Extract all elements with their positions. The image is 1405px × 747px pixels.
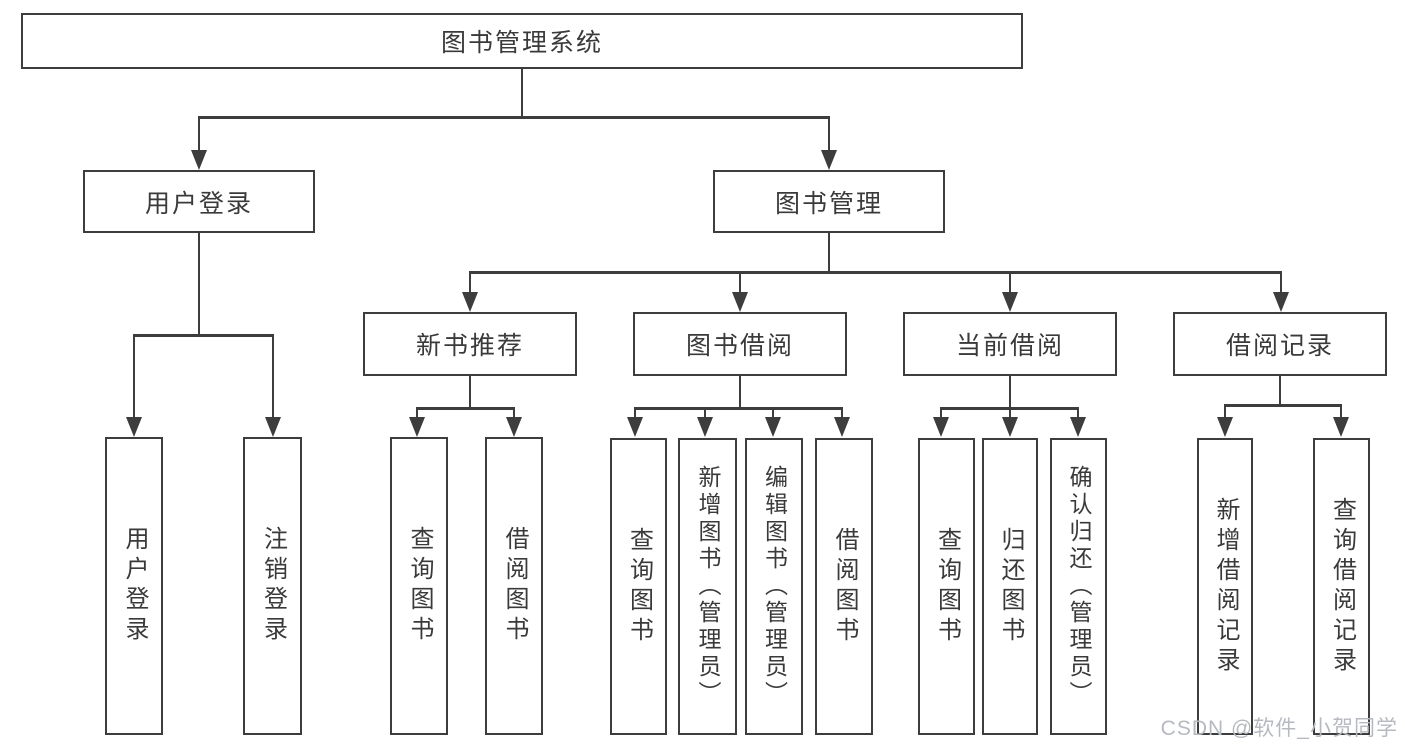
node-user-login: 用户登录 xyxy=(83,170,315,233)
connector-drop-current xyxy=(1009,271,1011,294)
arrow-down-icon xyxy=(1002,417,1018,437)
connector-drop-manage xyxy=(828,116,830,152)
connector-drop xyxy=(1009,407,1011,420)
connector-level1-bar xyxy=(198,116,830,119)
arrow-down-icon xyxy=(506,417,522,437)
connector-records-stem xyxy=(1279,376,1281,407)
leaf-user-login: 用户登录 xyxy=(105,437,163,735)
leaf-add-book-admin: 新增图书（管理员） xyxy=(678,438,737,735)
arrow-down-icon xyxy=(1217,417,1233,437)
leaf-edit-book-admin: 编辑图书（管理员） xyxy=(745,438,803,735)
arrow-down-icon xyxy=(697,417,713,437)
node-current-borrow: 当前借阅 xyxy=(903,312,1117,376)
node-root: 图书管理系统 xyxy=(21,13,1023,69)
connector-drop-login xyxy=(198,116,200,152)
node-borrow-records: 借阅记录 xyxy=(1173,312,1387,376)
connector-login-bar xyxy=(133,334,274,337)
arrow-down-icon xyxy=(732,292,748,312)
leaf-logout: 注销登录 xyxy=(243,437,302,735)
leaf-add-borrow-record: 新增借阅记录 xyxy=(1197,438,1253,735)
connector-root-stem xyxy=(521,69,523,118)
connector-drop xyxy=(634,407,636,420)
csdn-watermark: CSDN @软件_小贺同学 xyxy=(1160,717,1398,740)
leaf-query-borrow-record: 查询借阅记录 xyxy=(1313,438,1370,735)
arrow-down-icon xyxy=(409,417,425,437)
connector-drop xyxy=(1224,404,1226,420)
connector-drop-login-leaf1 xyxy=(133,334,135,419)
connector-current-stem xyxy=(1009,376,1011,410)
arrow-down-icon xyxy=(1333,417,1349,437)
leaf-confirm-return-admin: 确认归还（管理员） xyxy=(1050,438,1107,735)
connector-drop xyxy=(1340,404,1342,420)
connector-drop-newbooks xyxy=(469,271,471,294)
node-book-manage: 图书管理 xyxy=(713,170,945,233)
arrow-down-icon xyxy=(126,417,142,437)
connector-drop xyxy=(704,407,706,420)
arrow-down-icon xyxy=(1273,292,1289,312)
connector-drop-records xyxy=(1280,271,1282,294)
leaf-return-book: 归还图书 xyxy=(982,438,1038,735)
arrow-down-icon xyxy=(627,417,643,437)
node-new-book-recommend: 新书推荐 xyxy=(363,312,577,376)
connector-drop xyxy=(513,407,515,420)
connector-manage-stem xyxy=(828,233,830,274)
connector-drop xyxy=(940,407,942,420)
arrow-down-icon xyxy=(765,417,781,437)
connector-drop-borrow xyxy=(739,271,741,294)
arrow-down-icon xyxy=(834,417,850,437)
arrow-down-icon xyxy=(265,417,281,437)
leaf-borrow-book-2: 借阅图书 xyxy=(815,438,873,735)
arrow-down-icon xyxy=(933,417,949,437)
leaf-query-book-2: 查询图书 xyxy=(610,438,667,735)
connector-drop xyxy=(841,407,843,420)
connector-records-bar xyxy=(1224,404,1342,407)
arrow-down-icon xyxy=(191,150,207,170)
connector-borrow-stem xyxy=(739,376,741,410)
leaf-query-book-3: 查询图书 xyxy=(918,438,975,735)
arrow-down-icon xyxy=(1002,292,1018,312)
connector-borrow-bar xyxy=(634,407,843,410)
connector-login-stem xyxy=(198,233,200,337)
connector-drop xyxy=(1077,407,1079,420)
leaf-query-book: 查询图书 xyxy=(390,437,448,735)
node-book-borrow: 图书借阅 xyxy=(633,312,847,376)
connector-level3-bar xyxy=(469,271,1282,274)
arrow-down-icon xyxy=(821,150,837,170)
leaf-borrow-book: 借阅图书 xyxy=(485,437,543,735)
arrow-down-icon xyxy=(462,292,478,312)
connector-newbooks-bar xyxy=(416,407,515,410)
connector-drop xyxy=(416,407,418,420)
connector-drop-login-leaf2 xyxy=(272,334,274,419)
connector-drop xyxy=(772,407,774,420)
connector-newbooks-stem xyxy=(469,376,471,410)
arrow-down-icon xyxy=(1070,417,1086,437)
